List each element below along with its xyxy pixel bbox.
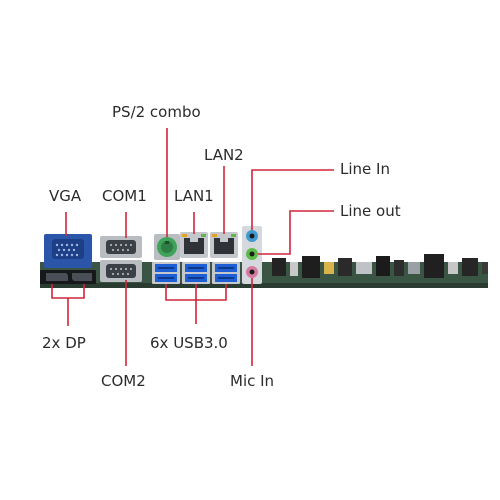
dp-leader: [51, 284, 85, 326]
line-in-leader: [251, 169, 334, 230]
label-com1: COM1: [102, 187, 147, 205]
label-2x-dp: 2x DP: [42, 334, 86, 352]
label-line-in: Line In: [340, 160, 390, 178]
label-6x-usb3: 6x USB3.0: [150, 334, 228, 352]
lan2-connector: [210, 232, 238, 258]
usb-leader: [165, 284, 227, 324]
vga-connector: [44, 234, 92, 268]
com1-connector: [100, 236, 142, 258]
ps2-connector: [154, 234, 180, 260]
leader-lines: [51, 128, 334, 366]
label-lan1: LAN1: [174, 187, 214, 205]
label-line-out: Line out: [340, 202, 401, 220]
label-com2: COM2: [101, 372, 146, 390]
label-vga: VGA: [49, 187, 82, 205]
dp-connectors: [40, 270, 96, 284]
lan1-connector: [180, 232, 208, 258]
pcb-edge: [40, 283, 488, 288]
board-components: [272, 254, 488, 278]
line-out-leader: [258, 210, 334, 255]
label-mic-in: Mic In: [230, 372, 275, 390]
audio-jacks: [242, 226, 262, 284]
usb3-ports: [152, 262, 240, 284]
label-ps2-combo: PS/2 combo: [112, 103, 201, 121]
com2-connector: [100, 260, 142, 282]
label-lan2: LAN2: [204, 146, 244, 164]
